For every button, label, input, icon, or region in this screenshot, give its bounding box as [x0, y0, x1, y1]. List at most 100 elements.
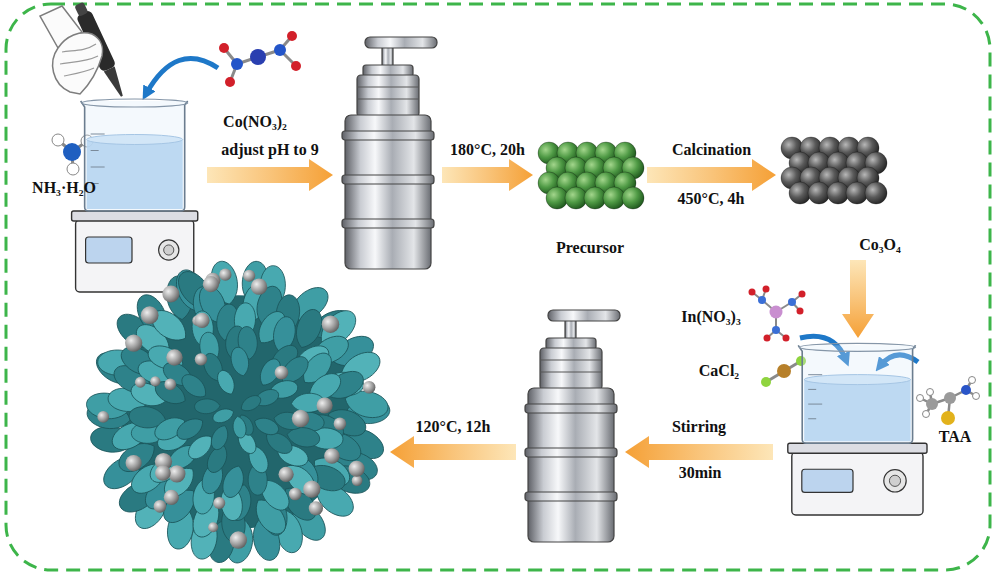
- microsphere: [85, 259, 391, 565]
- nanoparticle: [141, 306, 159, 324]
- nanoparticle: [251, 278, 267, 294]
- beaker-rim: [82, 99, 188, 107]
- hydrothermal-autoclave: [518, 308, 623, 548]
- nanosheet: [208, 423, 231, 452]
- thioacetamide-molecule: [917, 377, 980, 426]
- nanoparticle: [168, 465, 185, 482]
- nanoparticle: [162, 285, 179, 302]
- nanoparticle: [135, 377, 146, 388]
- reagent-label: NH₃·H₂O: [20, 179, 108, 197]
- autoclave-band: [342, 219, 434, 228]
- beaker-glass: [81, 101, 188, 211]
- stirrer-knob: [884, 470, 906, 492]
- stirrer-knob: [159, 240, 179, 260]
- indium-nitrate-molecule: [752, 289, 802, 338]
- stirrer-top: [788, 443, 927, 453]
- thioacetamide-molecule: [961, 385, 971, 395]
- graduation-mark: [91, 134, 105, 135]
- cobalt-nitrate-molecule: [250, 49, 266, 65]
- calcium-chloride-molecule: [761, 356, 806, 387]
- thioacetamide-molecule: [941, 411, 955, 425]
- pipette-hand: [53, 33, 103, 94]
- precursor-particles: Precursor: [535, 135, 645, 260]
- nanoparticle: [352, 475, 363, 486]
- co3o4-particles: Co₃O₄: [778, 130, 913, 258]
- nanosheet: [211, 406, 236, 426]
- condition-label: 30min: [640, 464, 760, 482]
- flower-microsphere-shape: [88, 262, 388, 562]
- graduation-mark: [91, 150, 99, 151]
- pipette-hand: [64, 68, 94, 76]
- nanosheet: [229, 346, 252, 378]
- indium-nitrate-molecule: [783, 335, 790, 342]
- cobalt-nitrate-molecule: [287, 31, 297, 41]
- nanoparticle: [213, 497, 225, 509]
- nanoparticle: [230, 531, 247, 548]
- nanoparticle: [324, 448, 340, 464]
- autoclave-ring: [357, 87, 419, 88]
- nanoparticle: [155, 465, 171, 481]
- pipette-hand: [40, 0, 129, 99]
- stirrer-knob: [889, 475, 900, 486]
- particle: [622, 187, 644, 209]
- cobalt-nitrate-molecule: [219, 43, 229, 53]
- thioacetamide-molecule: [917, 395, 924, 402]
- graduation-mark: [808, 374, 822, 375]
- nanoparticle: [208, 522, 218, 532]
- nh3-molecule: [67, 163, 79, 175]
- process-arrow: [390, 436, 516, 468]
- autoclave-handle: [548, 310, 620, 321]
- stirrer-display: [86, 237, 132, 263]
- nanoparticle: [363, 381, 376, 394]
- nanosheet: [252, 414, 281, 438]
- cobalt-nitrate-molecule: [231, 58, 243, 70]
- process-arrow: [647, 159, 776, 191]
- condition-label: 120°C, 12h: [378, 418, 528, 436]
- indium-nitrate-molecule: [772, 326, 780, 334]
- indium-nitrate-molecule: [763, 286, 770, 293]
- beaker-rim: [799, 343, 915, 351]
- indium-nitrate-molecule: [764, 335, 771, 342]
- nanoparticle: [164, 379, 176, 391]
- process-arrow: [625, 436, 773, 468]
- nanoparticle: [349, 461, 365, 477]
- beaker-stirrer: In(NO₃)₃CaCl₂TAA: [775, 340, 935, 518]
- thioacetamide-molecule: [944, 392, 956, 404]
- stirrer-body: [792, 452, 923, 515]
- graduation-mark: [808, 418, 816, 419]
- autoclave-cap: [540, 348, 602, 390]
- addition-arrow: [146, 58, 218, 94]
- beaker-stirrer: NH₃·H₂OCo(NO₃)₂: [60, 95, 205, 295]
- autoclave-handle: [365, 37, 437, 48]
- cobalt-nitrate-molecule: [219, 31, 301, 87]
- nanoparticle: [125, 334, 142, 351]
- nanoparticle: [334, 417, 347, 430]
- condition-label: adjust pH to 9: [195, 141, 345, 159]
- indium-nitrate-molecule: [799, 291, 806, 298]
- autoclave-band: [525, 448, 617, 457]
- autoclave-body: [525, 310, 620, 542]
- nanoparticle: [317, 397, 333, 413]
- hydrothermal-autoclave-shape: [518, 308, 623, 548]
- indium-nitrate-molecule: [770, 306, 783, 319]
- thioacetamide-molecule: [927, 389, 934, 396]
- nanosheet: [231, 415, 247, 439]
- process-arrow: [842, 260, 874, 338]
- nanoparticle: [275, 366, 289, 380]
- nanoparticle: [126, 455, 142, 471]
- graduation-mark: [808, 389, 816, 390]
- condition-label: 180°C, 20h: [413, 141, 563, 159]
- cobalt-nitrate-molecule: [225, 77, 235, 87]
- nh3-molecule: [52, 134, 64, 146]
- thioacetamide-molecule: [926, 398, 938, 410]
- thioacetamide-molecule: [973, 393, 980, 400]
- reagent-label: In(NO₃)₃: [665, 308, 757, 326]
- autoclave-cap: [357, 75, 419, 117]
- sample-label: Co₃O₄: [844, 236, 916, 254]
- particle-pile: [538, 142, 644, 209]
- nh3-molecule: [63, 143, 81, 161]
- nanoparticle: [154, 500, 167, 513]
- glass-beaker: [81, 99, 188, 211]
- nanosheet: [214, 368, 238, 397]
- calcium-chloride-molecule: [761, 377, 771, 387]
